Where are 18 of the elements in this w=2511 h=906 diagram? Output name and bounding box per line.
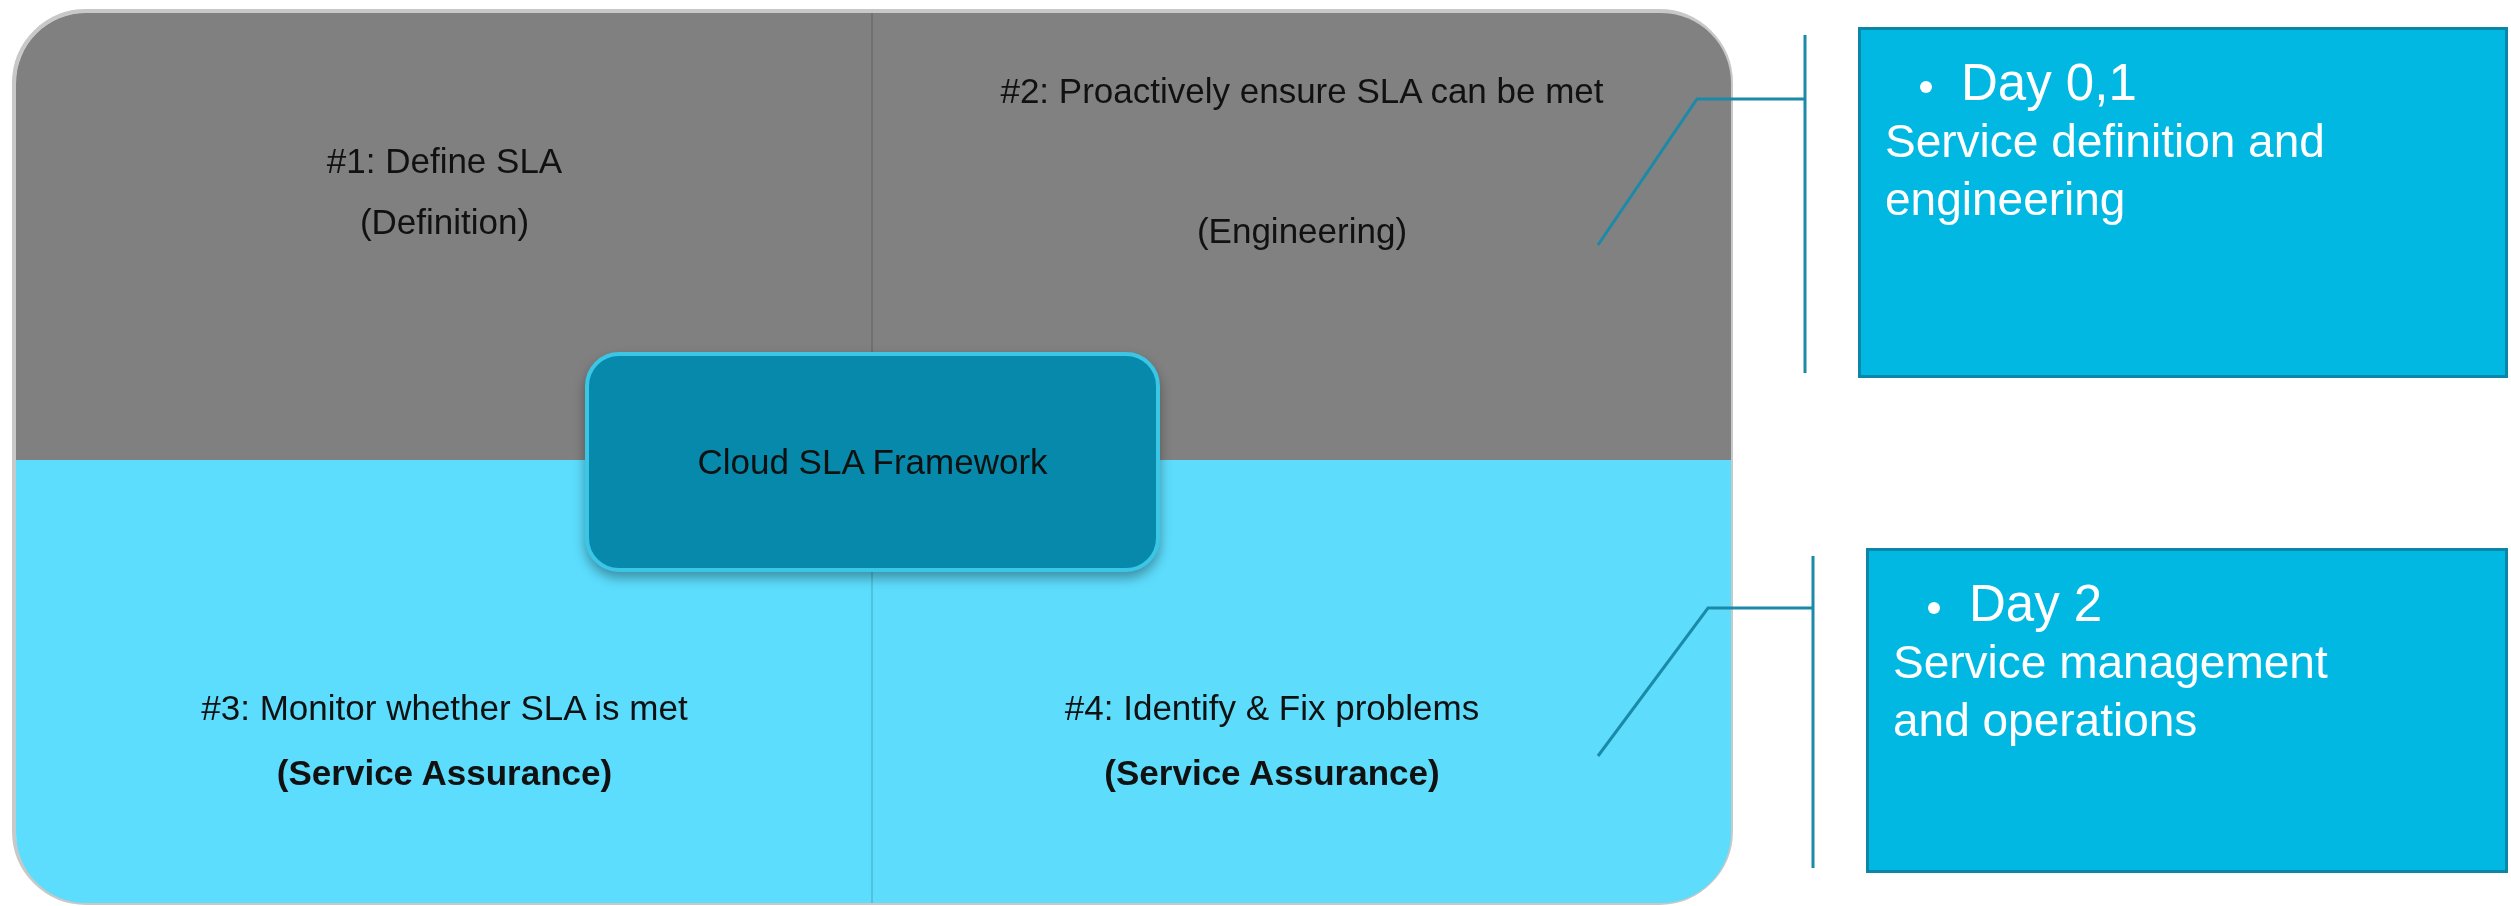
phase-box (1866, 548, 2508, 873)
phase-box (1858, 27, 2508, 378)
quadrant-title: #2: Proactively ensure SLA can be met (999, 70, 1605, 112)
phase-description: Service definition and engineering (1885, 114, 2326, 227)
phase-heading: Day 2 (1969, 575, 2103, 632)
quadrant-title: #4: Identify & Fix problems (1063, 687, 1481, 729)
quadrant-subtitle: (Engineering) (1195, 210, 1409, 252)
leader-line (1596, 606, 1813, 757)
quadrant-subtitle: (Service Assurance) (1103, 752, 1441, 794)
quadrant-subtitle: (Definition) (358, 201, 531, 243)
framework-title-box (585, 352, 1160, 572)
leader-line (1596, 97, 1805, 246)
framework-title: Cloud SLA Framework (697, 442, 1048, 482)
phase-description: Service management and operations (1893, 635, 2329, 748)
phase-heading: Day 0,1 (1961, 54, 2137, 111)
quadrant-subtitle: (Service Assurance) (275, 752, 614, 794)
quadrant-title: #1: Define SLA (325, 140, 564, 182)
quadrant-title: #3: Monitor whether SLA is met (200, 687, 689, 729)
